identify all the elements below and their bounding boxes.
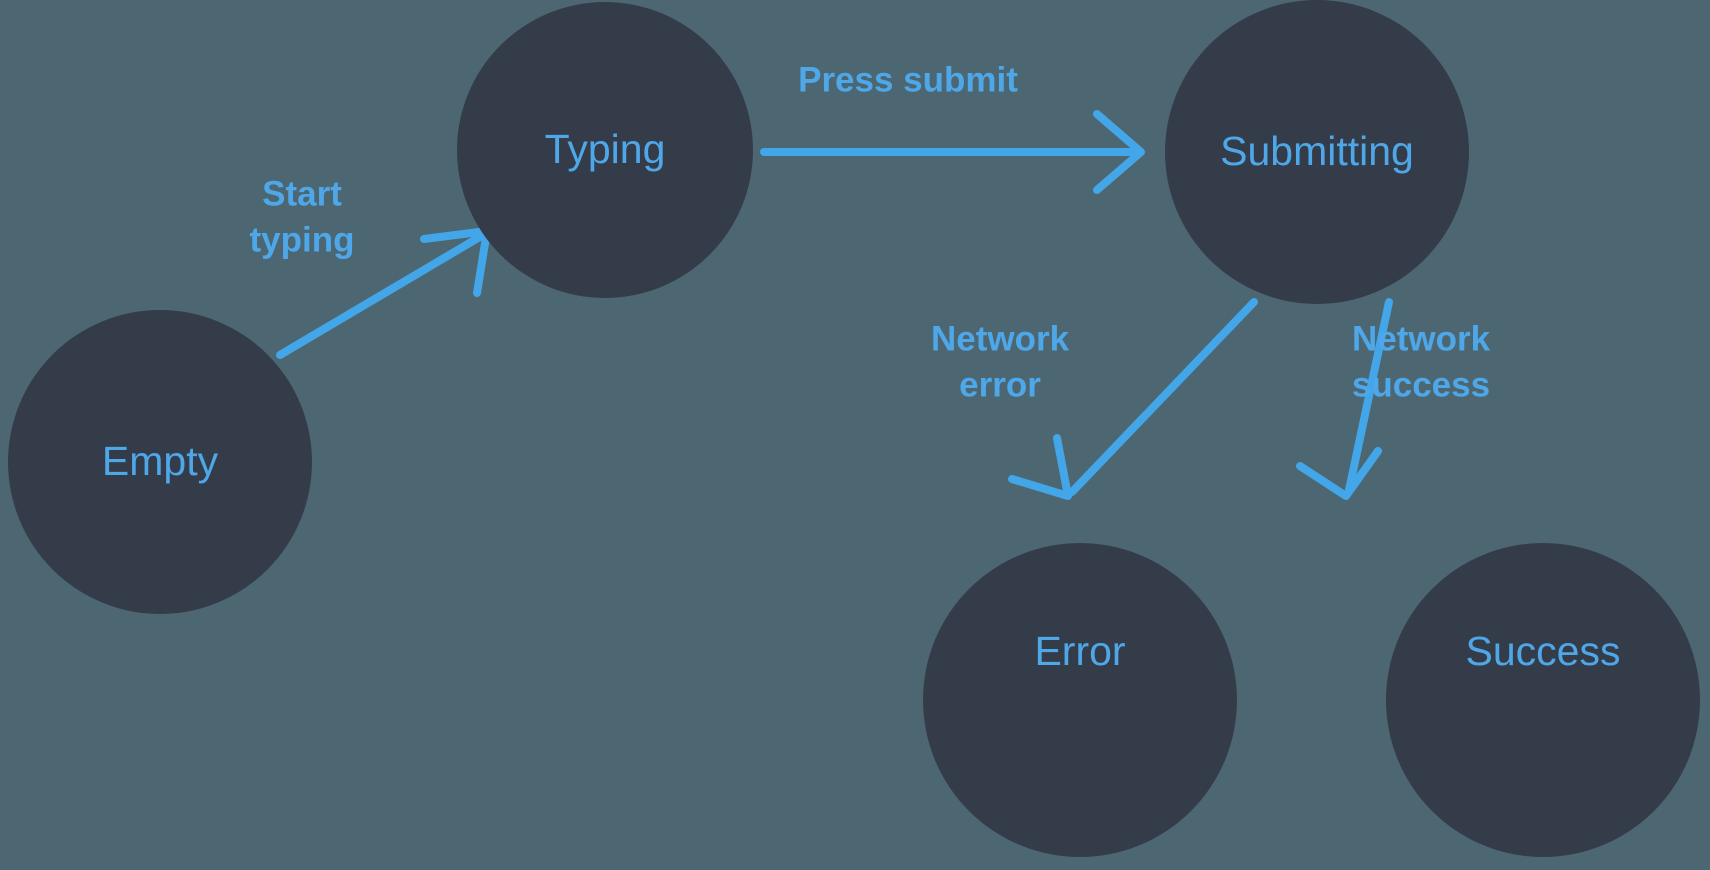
- arrowhead-network-success: [1296, 447, 1382, 500]
- state-node-submitting[interactable]: Submitting: [1165, 0, 1469, 304]
- edge-line-network-success: [1345, 298, 1393, 494]
- state-node-success-circle[interactable]: [1386, 543, 1700, 857]
- edge-label-start-typing-line2: typing: [250, 220, 355, 259]
- edge-label-network-success: Network: [1352, 319, 1491, 358]
- state-node-success[interactable]: Success: [1386, 543, 1700, 857]
- state-node-typing-label: Typing: [545, 126, 666, 172]
- edge-typing-to-submitting: Press submit: [760, 60, 1145, 194]
- state-node-success-label: Success: [1466, 628, 1621, 674]
- edge-submitting-to-error: Network error: [931, 298, 1258, 500]
- state-node-error[interactable]: Error: [923, 543, 1237, 857]
- state-node-error-circle[interactable]: [923, 543, 1237, 857]
- arrowhead-press-submit: [1093, 110, 1145, 194]
- state-node-empty-label: Empty: [102, 438, 219, 484]
- state-node-submitting-circle[interactable]: [1165, 0, 1469, 304]
- edge-line-network-error: [1068, 298, 1258, 496]
- state-node-typing[interactable]: Typing: [457, 2, 753, 298]
- edge-label-network-success-line2: success: [1352, 365, 1490, 404]
- edge-line-start-typing: [276, 231, 487, 359]
- state-node-error-label: Error: [1034, 628, 1125, 674]
- state-node-typing-circle[interactable]: [457, 2, 753, 298]
- state-node-empty[interactable]: Empty: [8, 310, 312, 614]
- edge-submitting-to-success: Network success: [1296, 298, 1491, 500]
- edge-label-network-error: Network: [931, 319, 1070, 358]
- edge-label-start-typing: Start: [262, 174, 342, 213]
- state-node-empty-circle[interactable]: [8, 310, 312, 614]
- edge-label-network-error-line2: error: [959, 365, 1041, 404]
- edge-label-press-submit: Press submit: [798, 60, 1018, 99]
- edge-empty-to-typing: Start typing: [250, 174, 491, 359]
- state-node-submitting-label: Submitting: [1220, 128, 1414, 174]
- arrowhead-network-error: [1008, 434, 1072, 500]
